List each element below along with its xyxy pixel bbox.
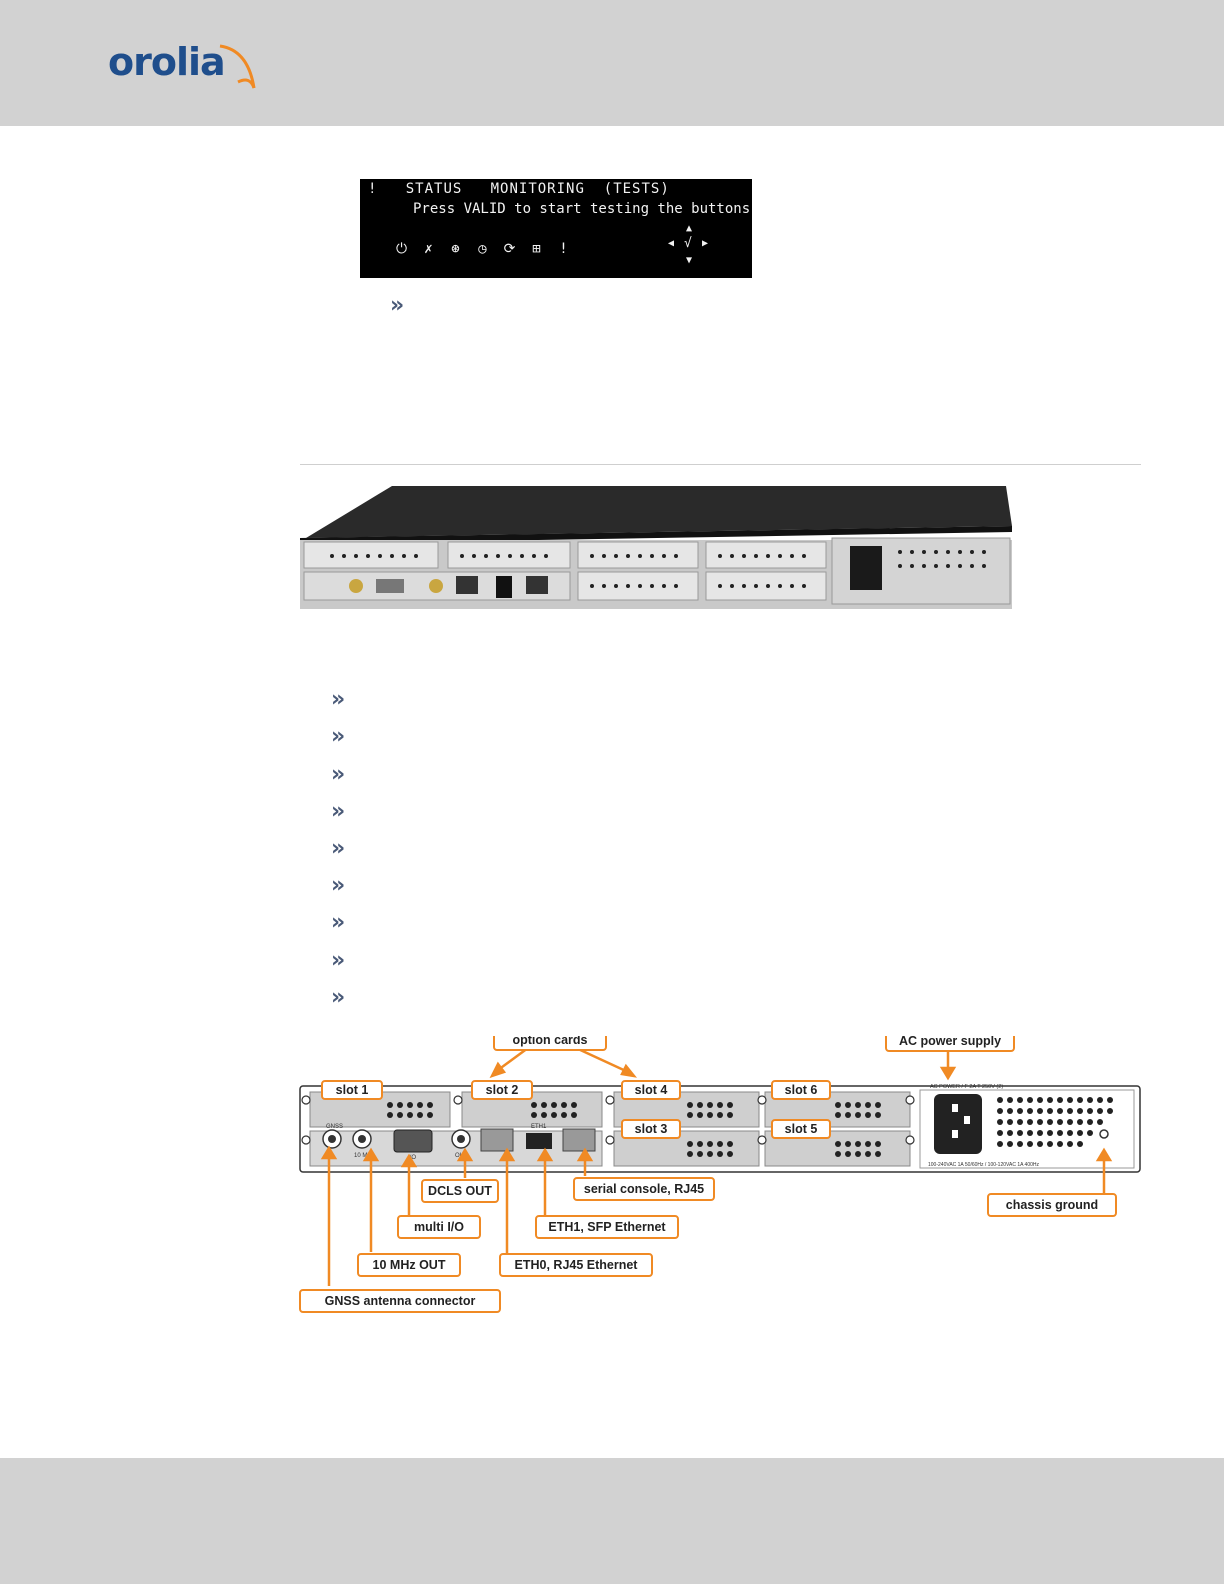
bullet-chevron: » [331,948,346,973]
lcd-message: Press VALID to start testing the buttons [413,201,751,217]
panel-label-eth1: ETH1 [531,1124,547,1130]
callout-eth0: ETH0, RJ45 Ethernet [515,1258,639,1272]
orolia-logo: orolia [108,36,268,96]
panel-label-io: I/O [408,1155,416,1161]
callout-slot5: slot 5 [785,1122,818,1136]
callout-10mhz-out: 10 MHz OUT [373,1258,446,1272]
input-icon: ⊛ [451,241,460,257]
callout-dcls-out: DCLS OUT [428,1184,492,1198]
bullet-chevron: » [331,873,346,898]
io-connector [393,1129,433,1153]
callout-ac-power-supply: AC power supply [899,1036,1001,1048]
bullet-chevron: » [331,687,346,712]
check-icon: √ [684,236,692,251]
bullet-chevron: » [331,910,346,935]
callout-gnss: GNSS antenna connector [325,1294,476,1308]
satellite-icon: ✗ [424,241,433,257]
callout-serial-console: serial console, RJ45 [584,1182,704,1196]
logo-swoosh-icon [219,44,256,89]
page-header: orolia [0,0,1224,126]
lcd-nav-keys: ▲ ◀ √ ▶ ▼ [668,223,714,269]
power-icon: ⏻ [395,241,408,257]
bullet-chevron: » [331,985,346,1010]
bullet-chevron: » [331,724,346,749]
lcd-icon-row: ⏻ ✗ ⊛ ◷ ⟳ ⊞! [388,241,577,257]
ground-stud [1099,1129,1109,1139]
logo-text: orolia [108,40,226,84]
panel-label-10mhz: 10 MHz [354,1153,375,1159]
callout-boxes [299,1036,1117,1313]
panel-screws [301,1095,915,1145]
vent-holes [387,1097,1113,1157]
panel-label-rating: 100-240VAC 1A 50/60Hz / 100-120VAC 1A 40… [928,1162,1039,1168]
callout-slot3: slot 3 [635,1122,668,1136]
lcd-menu-tests: (TESTS) [603,181,670,197]
lcd-menu-status: STATUS [405,181,463,197]
down-arrow-icon: ▼ [686,255,693,266]
callout-slot1: slot 1 [336,1083,369,1097]
section-divider [300,464,1141,465]
callout-slot4: slot 4 [635,1083,668,1097]
eth0-port [480,1128,514,1152]
front-panel-lcd: ! STATUS MONITORING (TESTS) Press VALID … [360,179,752,278]
lcd-menu-row: ! STATUS MONITORING (TESTS) [368,181,670,197]
lcd-menu-monitoring: MONITORING [490,181,585,197]
bullet-chevron: » [390,293,405,318]
callout-eth1: ETH1, SFP Ethernet [548,1220,666,1234]
ac-inlet [934,1094,982,1154]
panel-label-gnss: GNSS [326,1124,343,1130]
callout-option-cards: option cards [512,1036,587,1047]
refresh-icon: ⟳ [503,241,516,257]
clock-icon: ◷ [478,241,487,257]
callout-multi-io: multi I/O [414,1220,464,1234]
lcd-alert-icon: ! [559,241,568,257]
callout-leaders [320,1046,1113,1286]
serial-console-port [562,1128,596,1152]
bullet-chevron: » [331,799,346,824]
left-arrow-icon: ◀ [668,238,675,249]
callout-slot2: slot 2 [486,1083,519,1097]
rear-panel-photo [300,486,1012,609]
right-arrow-icon: ▶ [702,238,709,249]
eth1-sfp-port [526,1133,552,1149]
up-arrow-icon: ▲ [686,223,693,234]
callout-chassis-ground: chassis ground [1006,1198,1098,1212]
network-icon: ⊞ [532,241,541,257]
bullet-chevron: » [331,836,346,861]
lcd-alert-mark: ! [368,181,378,197]
rear-panel-diagram: GNSS 10 MHz I/O OUT ETH1 AC POWER / F 2A… [299,1036,1141,1313]
callout-slot6: slot 6 [785,1083,818,1097]
bullet-chevron: » [331,762,346,787]
panel-label-ac-power: AC POWER / F 2A T 250V (2) [930,1084,1003,1090]
page-footer [0,1458,1224,1584]
